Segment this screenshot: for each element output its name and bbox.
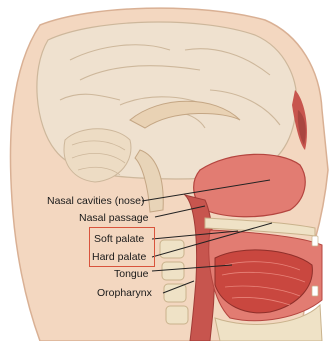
- nasal-cavity: [194, 154, 306, 216]
- label-tongue: Tongue: [114, 268, 148, 280]
- label-oropharynx: Oropharynx: [97, 287, 152, 299]
- label-hard-palate: Hard palate: [92, 251, 146, 263]
- label-nasal-passage: Nasal passage: [79, 212, 148, 224]
- label-soft-palate: Soft palate: [94, 233, 144, 245]
- label-nasal-cavities: Nasal cavities (nose): [47, 195, 144, 207]
